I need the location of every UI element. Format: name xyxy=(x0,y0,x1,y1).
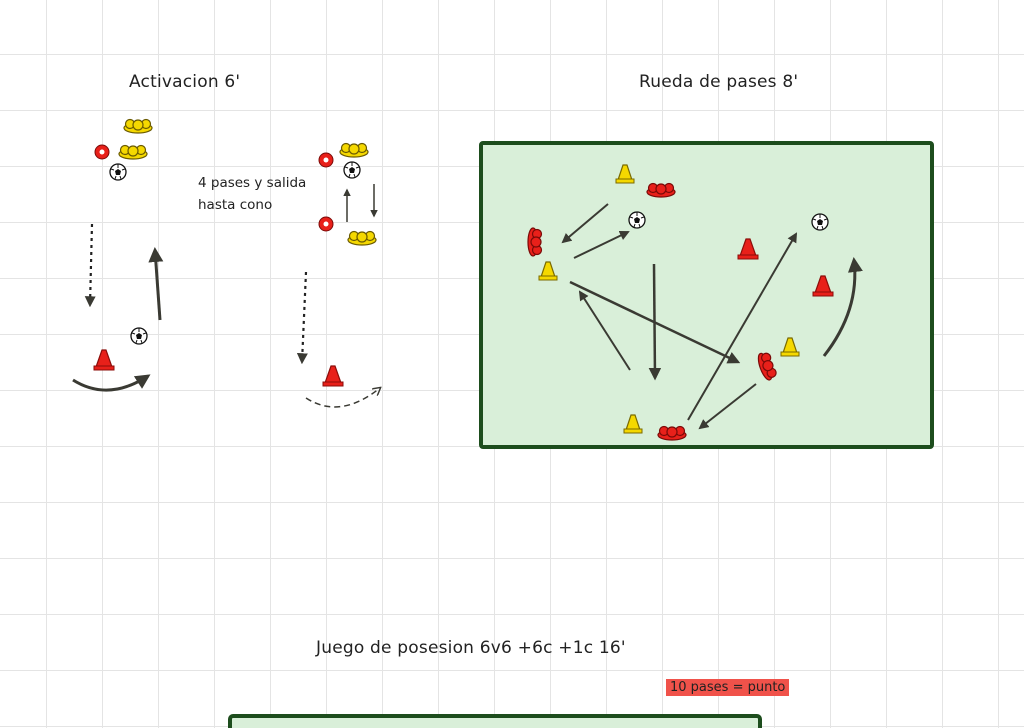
player-icon xyxy=(339,142,369,158)
marker-disc-icon xyxy=(94,144,110,160)
ball-icon xyxy=(109,163,127,181)
player-icon xyxy=(123,118,153,134)
arrow-icon xyxy=(573,230,630,259)
arrow-icon xyxy=(698,383,757,430)
cone-icon xyxy=(322,365,344,387)
juego-title: Juego de posesion 6v6 +6c +1c 16' xyxy=(316,638,626,658)
player-icon xyxy=(347,230,377,246)
cone-icon xyxy=(93,349,115,371)
player-icon xyxy=(527,227,543,257)
field xyxy=(479,141,934,449)
points-badge: 10 pases = punto xyxy=(666,679,790,696)
player-icon xyxy=(657,425,687,441)
arrow-icon xyxy=(561,203,609,244)
ball-icon xyxy=(811,213,829,231)
ball-icon xyxy=(130,327,148,345)
rueda-title: Rueda de pases 8' xyxy=(639,72,799,92)
activacion-title: Activacion 6' xyxy=(129,72,241,92)
activacion-note: 4 pases y salida hasta cono xyxy=(198,175,307,213)
arrow-icon xyxy=(296,271,308,365)
arrow-icon xyxy=(72,374,151,392)
arrow-icon xyxy=(822,257,863,357)
arrow-icon xyxy=(148,247,164,321)
player-icon xyxy=(118,144,148,160)
marker-disc-icon xyxy=(318,152,334,168)
marker-disc-icon xyxy=(318,216,334,232)
arrow-icon xyxy=(569,280,741,364)
ball-icon xyxy=(628,211,646,229)
arrow-icon xyxy=(84,223,96,308)
player-icon xyxy=(646,182,676,198)
arrow-icon xyxy=(578,290,631,371)
arrow-icon xyxy=(687,232,798,421)
ball-icon xyxy=(343,161,361,179)
field xyxy=(228,714,762,728)
arrow-icon xyxy=(305,388,380,408)
